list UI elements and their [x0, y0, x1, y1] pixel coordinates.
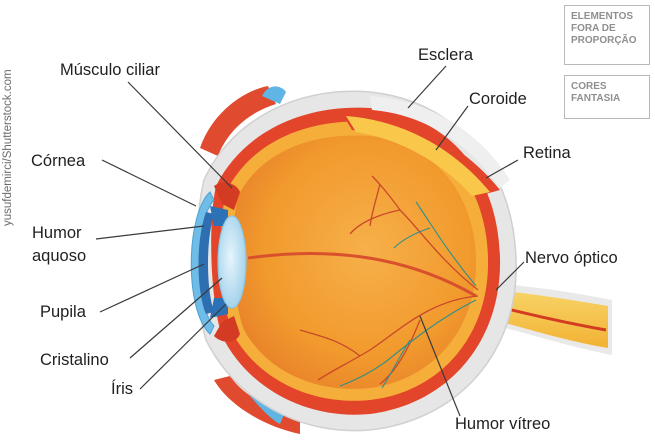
badge-line: CORES — [571, 81, 643, 93]
badge-line: PROPORÇÃO — [571, 35, 643, 47]
badge-line: FORA DE — [571, 23, 643, 35]
badge-line: ELEMENTOS — [571, 11, 643, 23]
label-retina: Retina — [523, 145, 571, 162]
label-aqueous-humor-line2: aquoso — [32, 248, 86, 265]
label-sclera: Esclera — [418, 47, 473, 64]
label-cornea: Córnea — [31, 153, 85, 170]
label-ciliary-muscle: Músculo ciliar — [60, 62, 160, 79]
badge-fantasy-colors: CORES FANTASIA — [564, 75, 650, 119]
image-credit: yusufdemirci/Shutterstock.com — [3, 69, 15, 226]
label-pupil: Pupila — [40, 304, 86, 321]
lens — [218, 216, 246, 308]
label-lens: Cristalino — [40, 352, 109, 369]
label-vitreous-humor: Humor vítreo — [455, 416, 550, 433]
label-choroid: Coroide — [469, 91, 527, 108]
label-optic-nerve: Nervo óptico — [525, 250, 618, 267]
label-aqueous-humor-line1: Humor — [32, 225, 82, 242]
vitreous-body — [233, 135, 476, 388]
badge-out-of-proportion: ELEMENTOS FORA DE PROPORÇÃO — [564, 5, 650, 65]
label-iris: Íris — [111, 381, 133, 398]
badge-line: FANTASIA — [571, 93, 643, 105]
